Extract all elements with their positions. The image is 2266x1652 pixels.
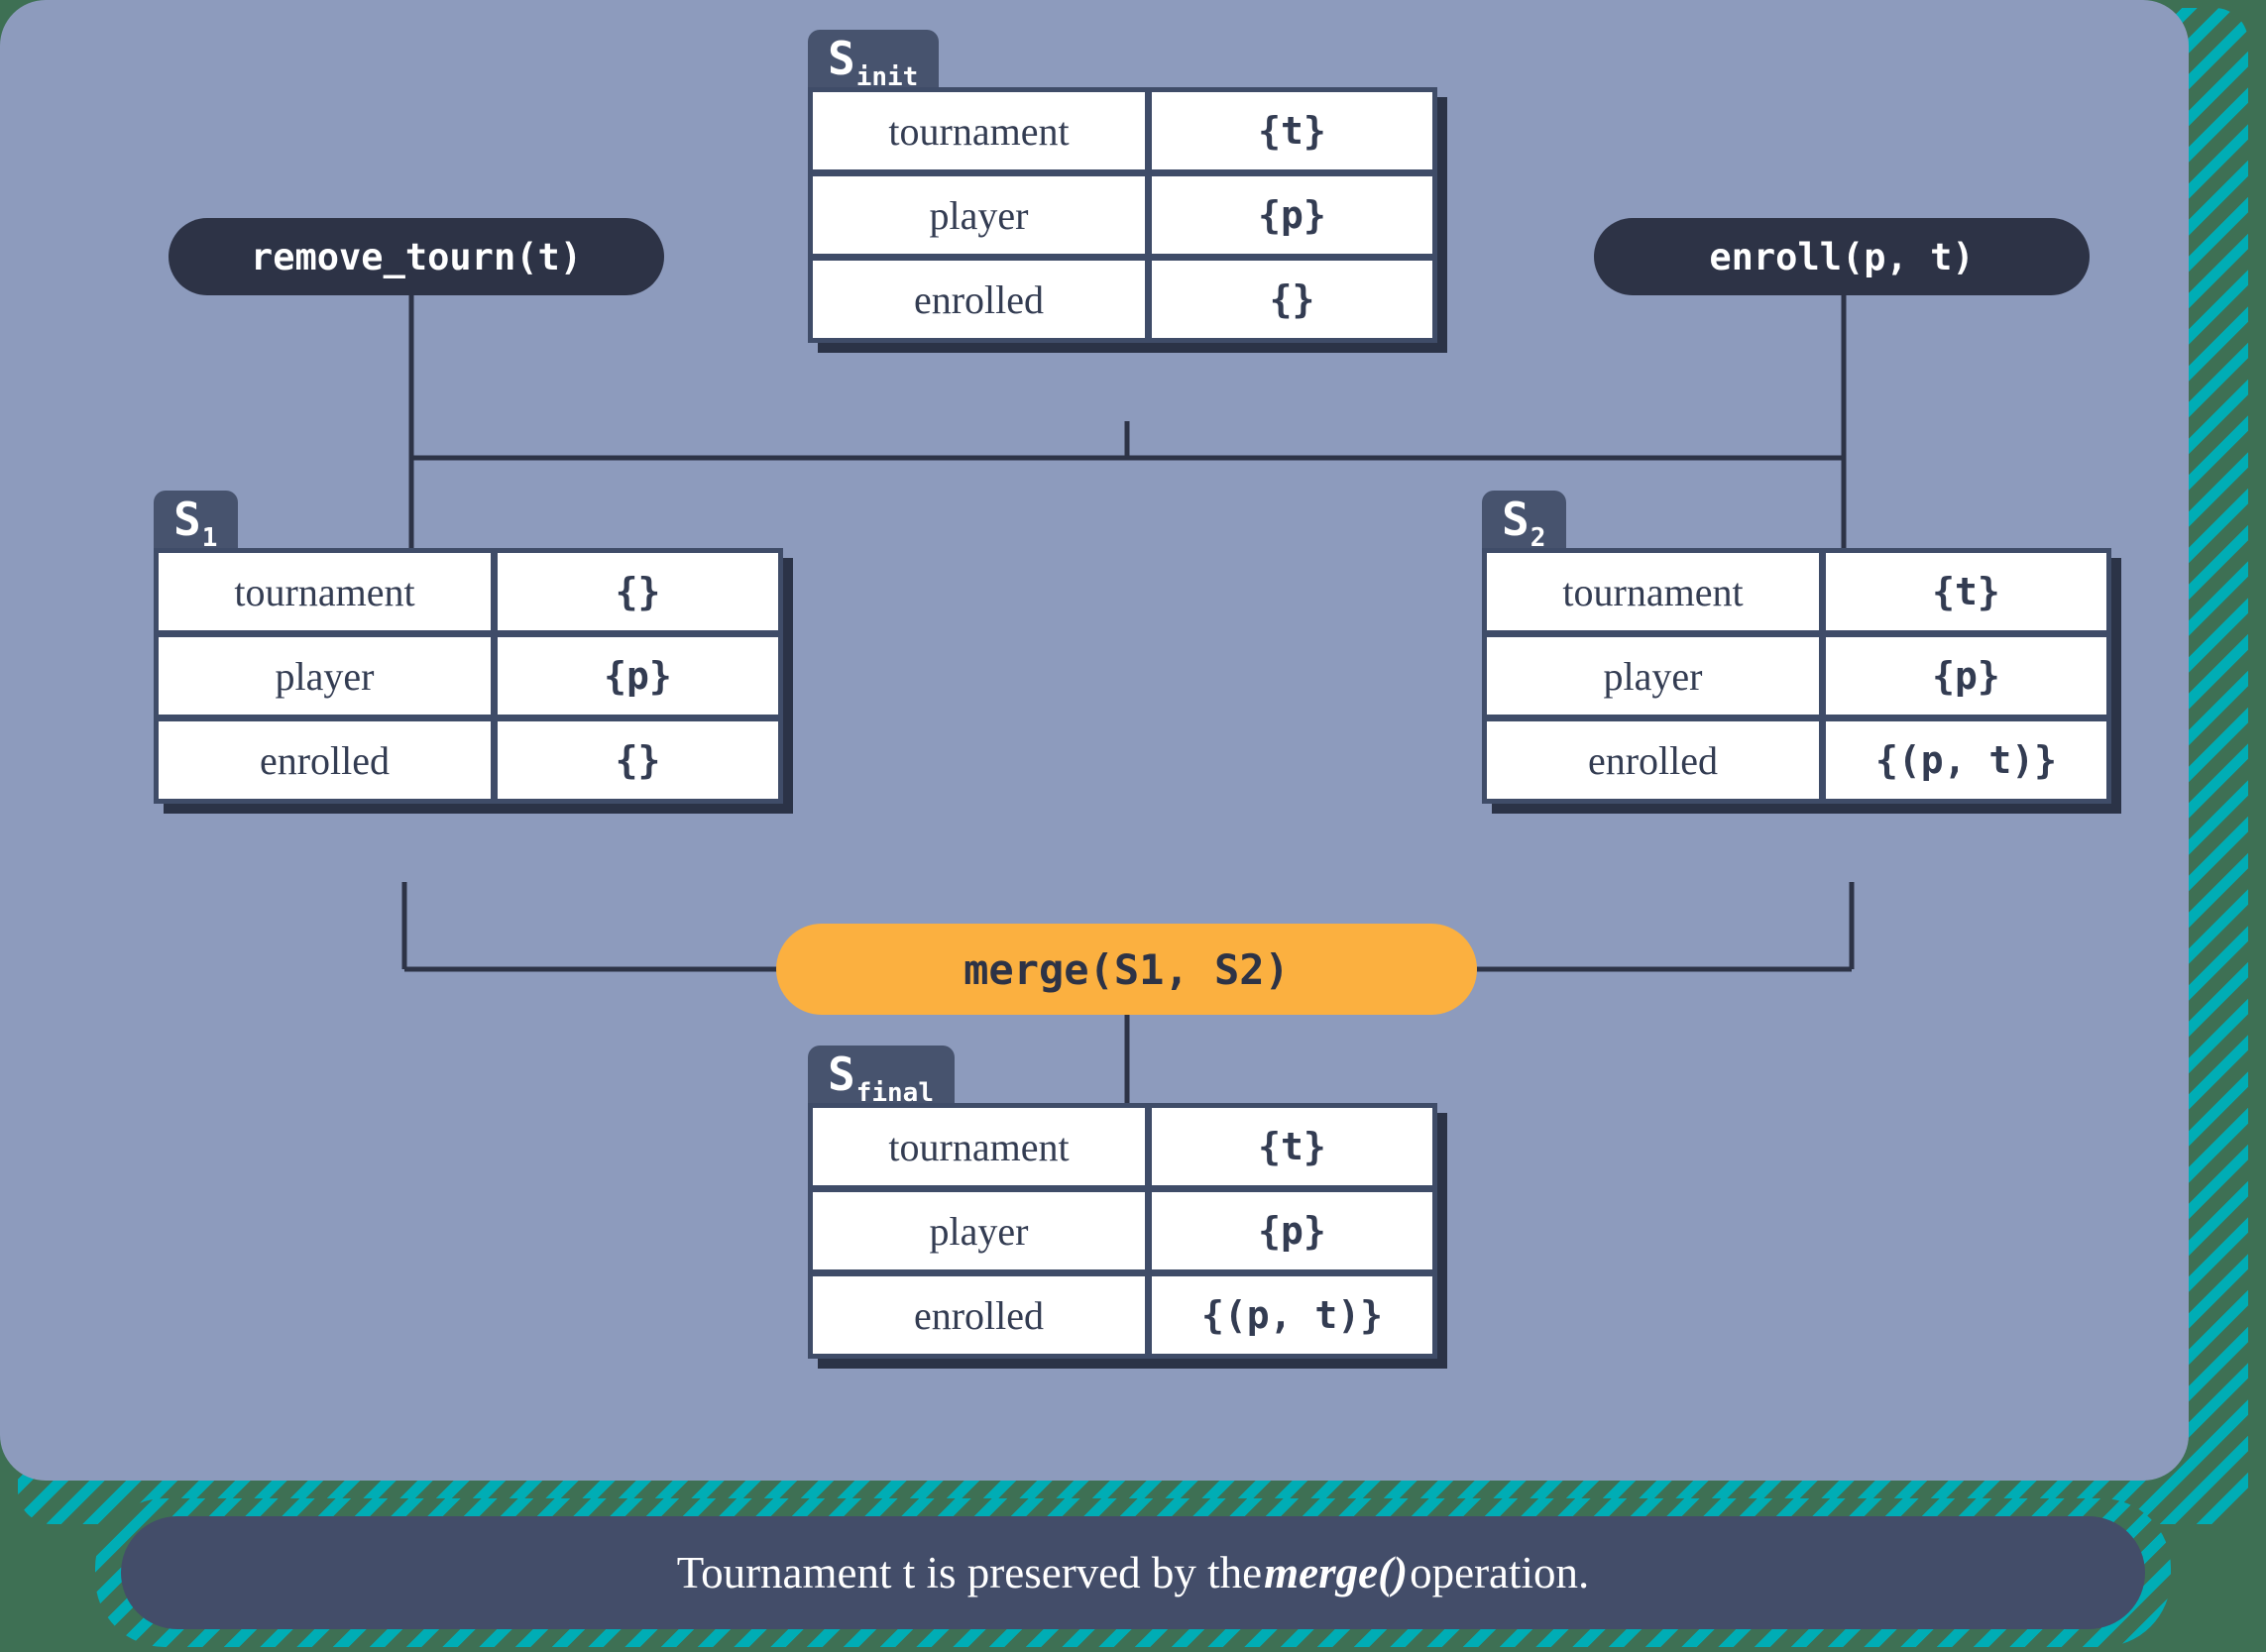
state-label-tab-s-final: Sfinal: [808, 1046, 955, 1106]
state-label-main: S: [173, 493, 201, 546]
state-row-value: {p}: [498, 637, 778, 716]
state-label-tab-s-1: S1: [154, 491, 239, 551]
state-row-value: {p}: [1826, 637, 2106, 716]
state-label-main: S: [828, 1047, 855, 1101]
state-table-s-2: S2 tournament {t} player {p} enrolled {(…: [1482, 491, 2111, 805]
state-row-key: enrolled: [1487, 721, 1819, 800]
state-row-value: {(p, t)}: [1826, 721, 2106, 800]
state-row-key: tournament: [159, 553, 491, 631]
state-rows-s-2: tournament {t} player {p} enrolled {(p, …: [1482, 548, 2111, 805]
state-label-subscript: init: [855, 62, 919, 93]
state-table-s-init: Sinit tournament {t} player {p} enrolled…: [808, 30, 1437, 344]
state-label-subscript: final: [855, 1078, 934, 1109]
state-row-key: tournament: [1487, 553, 1819, 631]
state-row-key: enrolled: [813, 261, 1145, 339]
state-label-main: S: [1502, 493, 1530, 546]
operation-label: remove_tourn(t): [250, 235, 583, 278]
caption-text-before: Tournament t is preserved by the: [676, 1548, 1263, 1597]
state-row-value: {}: [1152, 261, 1432, 339]
state-rows-s-final: tournament {t} player {p} enrolled {(p, …: [808, 1103, 1437, 1360]
state-row-key: player: [159, 637, 491, 716]
state-row-key: enrolled: [159, 721, 491, 800]
state-label-tab-s-init: Sinit: [808, 30, 940, 90]
state-label-main: S: [828, 32, 855, 85]
state-row-value: {p}: [1152, 1192, 1432, 1270]
state-rows-s-1: tournament {} player {p} enrolled {}: [154, 548, 783, 805]
state-row-key: tournament: [813, 92, 1145, 170]
state-row-value: {t}: [1152, 92, 1432, 170]
caption-bar: Tournament t is preserved by the merge()…: [121, 1516, 2145, 1629]
operation-label: merge(S1, S2): [963, 944, 1290, 994]
caption-text-after: operation.: [1410, 1548, 1590, 1597]
state-row-key: player: [813, 176, 1145, 255]
operation-pill-remove-tourn[interactable]: remove_tourn(t): [169, 218, 664, 295]
state-row-value: {}: [498, 721, 778, 800]
state-row-key: player: [813, 1192, 1145, 1270]
state-table-s-final: Sfinal tournament {t} player {p} enrolle…: [808, 1046, 1437, 1360]
operation-label: enroll(p, t): [1709, 235, 1975, 278]
state-label-subscript: 2: [1530, 523, 1546, 554]
state-label-subscript: 1: [201, 523, 218, 554]
operation-pill-merge[interactable]: merge(S1, S2): [776, 924, 1477, 1015]
state-rows-s-init: tournament {t} player {p} enrolled {}: [808, 87, 1437, 344]
state-row-value: {t}: [1826, 553, 2106, 631]
state-row-value: {(p, t)}: [1152, 1276, 1432, 1355]
state-row-value: {t}: [1152, 1108, 1432, 1186]
state-row-key: player: [1487, 637, 1819, 716]
state-label-tab-s-2: S2: [1482, 491, 1567, 551]
state-row-key: tournament: [813, 1108, 1145, 1186]
state-row-value: {}: [498, 553, 778, 631]
state-row-value: {p}: [1152, 176, 1432, 255]
operation-pill-enroll[interactable]: enroll(p, t): [1594, 218, 2090, 295]
state-row-key: enrolled: [813, 1276, 1145, 1355]
caption-emphasis: merge(): [1264, 1548, 1409, 1597]
state-table-s-1: S1 tournament {} player {p} enrolled {}: [154, 491, 783, 805]
